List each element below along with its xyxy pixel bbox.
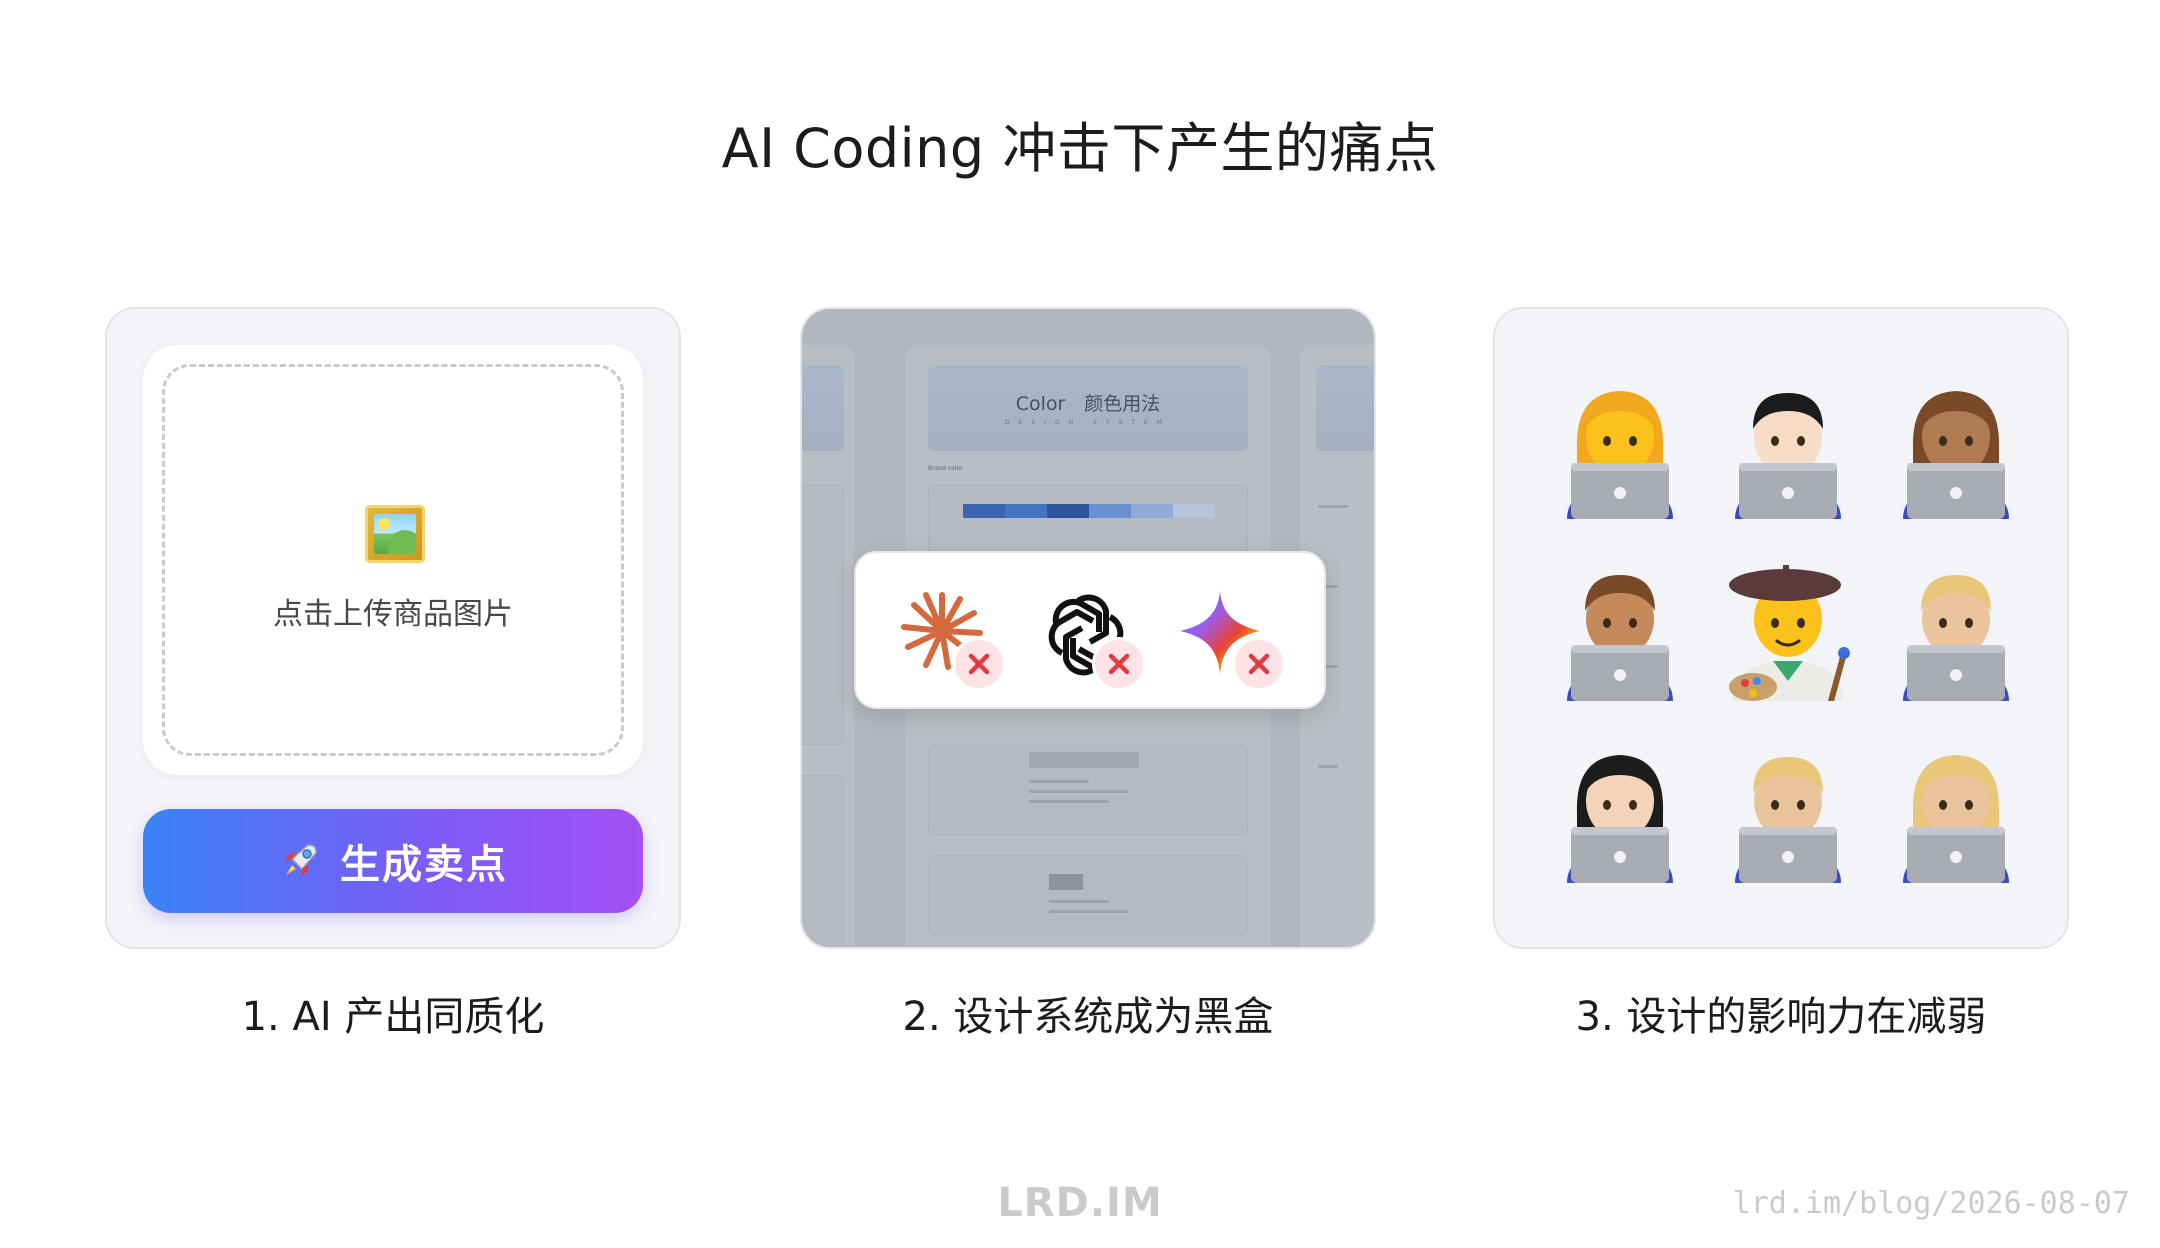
- doc-section-label: Brand color: [928, 465, 963, 472]
- rocket-icon: [285, 844, 317, 876]
- footer-logo: LRD.IM: [997, 1180, 1163, 1226]
- woman-technologist-medium-icon: [1903, 391, 2009, 519]
- technologist-medium-icon: [1567, 575, 1673, 701]
- ai-logos-card: [854, 551, 1326, 709]
- x-badge-icon: [1092, 637, 1146, 691]
- swatch: [1005, 504, 1047, 518]
- footer-url: lrd.im/blog/2026-08-07: [1732, 1186, 2130, 1221]
- caption-1: 1. AI 产出同质化: [241, 994, 545, 1040]
- swatch: [963, 504, 1005, 518]
- technologist-medium-light-icon: [1903, 575, 2009, 701]
- x-badge-icon: [1232, 637, 1286, 691]
- woman-technologist-icon: [1567, 391, 1673, 519]
- generate-selling-points-button[interactable]: 生成卖点: [143, 809, 643, 913]
- doc-subtitle: DESIGN SYSTEM: [1005, 419, 1171, 426]
- panel-design-influence: [1493, 307, 2069, 949]
- panel-design-system-blackbox: Color 颜色用法 DESIGN SYSTEM Brand color: [800, 307, 1376, 949]
- swatch: [1131, 504, 1173, 518]
- woman-technologist-blond-icon: [1903, 755, 2009, 883]
- swatch: [1089, 504, 1131, 518]
- caption-2: 2. 设计系统成为黑盒: [902, 994, 1274, 1040]
- technologist-light-icon: [1735, 393, 1841, 519]
- button-label: 生成卖点: [340, 842, 508, 888]
- doc-title: Color 颜色用法: [1015, 393, 1161, 415]
- caption-3: 3. 设计的影响力在减弱: [1575, 994, 1987, 1040]
- doc-column-left: [802, 345, 854, 947]
- technologist-emoji-grid: [1495, 309, 2067, 947]
- artist-icon: [1729, 565, 1850, 701]
- upload-card[interactable]: 点击上传商品图片: [143, 345, 643, 775]
- upload-label: 点击上传商品图片: [273, 597, 513, 632]
- framed-picture-icon: [365, 505, 425, 563]
- upload-dropzone[interactable]: 点击上传商品图片: [162, 364, 624, 756]
- panel-homogeneous-output: 点击上传商品图片 生成卖点: [105, 307, 681, 949]
- woman-technologist-light-icon: [1567, 755, 1673, 883]
- doc-banner: Color 颜色用法 DESIGN SYSTEM: [928, 365, 1248, 451]
- swatch: [1173, 504, 1215, 518]
- man-technologist-blond-icon: [1735, 757, 1841, 883]
- x-badge-icon: [952, 637, 1006, 691]
- page-title: AI Coding 冲击下产生的痛点: [721, 117, 1439, 180]
- gemini-icon: [1180, 591, 1260, 675]
- swatch: [1047, 504, 1089, 518]
